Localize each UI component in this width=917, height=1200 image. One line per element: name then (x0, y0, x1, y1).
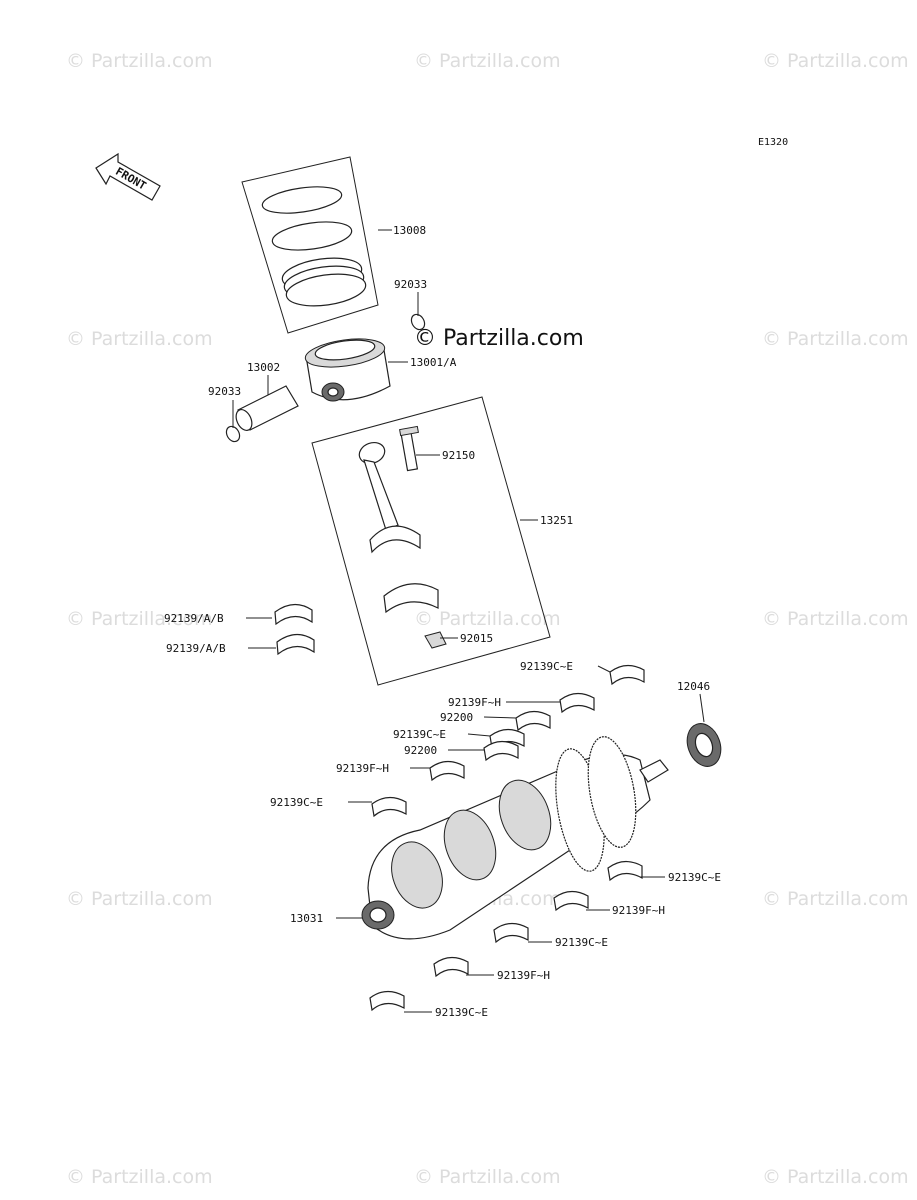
conrod-bearing-lower (276, 633, 315, 656)
watermark: © Partzilla.com (762, 328, 909, 350)
watermark: © Partzilla.com (762, 1166, 909, 1188)
callout-92139c-e[interactable]: 92139C~E (393, 728, 446, 741)
watermark: © Partzilla.com (762, 50, 909, 72)
callout-92139c-e[interactable]: 92139C~E (270, 796, 323, 809)
callout-92200[interactable]: 92200 (404, 744, 437, 757)
piston-rings (261, 186, 367, 307)
main-bearings (369, 664, 645, 1012)
callout-92139c-e[interactable]: 92139C~E (520, 660, 573, 673)
callout-92139c-e[interactable]: 92139C~E (668, 871, 721, 884)
watermark: © Partzilla.com (66, 888, 213, 910)
watermark: © Partzilla.com (66, 328, 213, 350)
diagram-code: E1320 (758, 137, 789, 148)
gear-12046 (686, 723, 722, 767)
watermark: © Partzilla.com (414, 608, 561, 630)
callout-92139f-h[interactable]: 92139F~H (336, 762, 389, 775)
callout-92033[interactable]: 92033 (394, 278, 427, 291)
callout-13008[interactable]: 13008 (393, 224, 426, 237)
circlip-left (225, 425, 241, 443)
callout-92150[interactable]: 92150 (442, 449, 475, 462)
callout-92139c-e[interactable]: 92139C~E (555, 936, 608, 949)
watermark: © Partzilla.com (414, 1166, 561, 1188)
watermark: © Partzilla.com (762, 608, 909, 630)
watermark: © Partzilla.com (66, 50, 213, 72)
watermark: © Partzilla.com (66, 608, 213, 630)
callout-92139-a-b[interactable]: 92139/A/B (166, 642, 226, 655)
callout-12046[interactable]: 12046 (677, 680, 710, 693)
piston-pin (235, 385, 299, 431)
callout-92139c-e[interactable]: 92139C~E (435, 1006, 488, 1019)
callout-13031[interactable]: 13031 (290, 912, 323, 925)
callout-92139f-h[interactable]: 92139F~H (497, 969, 550, 982)
callout-92139-a-b[interactable]: 92139/A/B (164, 612, 224, 625)
callout-13251[interactable]: 13251 (540, 514, 573, 527)
callouts: 13008 92033 13001/A 13002 92033 92150 13… (164, 224, 721, 1019)
watermark: © Partzilla.com (762, 888, 909, 910)
leader-lines (232, 229, 705, 1013)
conrod-box (311, 396, 551, 686)
callout-13002[interactable]: 13002 (247, 361, 280, 374)
front-arrow-icon: FRONT (95, 152, 161, 201)
crankshaft (361, 736, 669, 940)
callout-92139f-h[interactable]: 92139F~H (612, 904, 665, 917)
connecting-rod (358, 425, 447, 649)
ring-set-box (241, 156, 379, 334)
callout-92015[interactable]: 92015 (460, 632, 493, 645)
center-watermark: © Partzilla.com (414, 326, 584, 351)
conrod-bearing-upper (274, 603, 313, 626)
watermark: © Partzilla.com (66, 1166, 213, 1188)
watermark: © Partzilla.com (414, 50, 561, 72)
callout-92200[interactable]: 92200 (440, 711, 473, 724)
circlip-right (410, 313, 426, 331)
callout-92033[interactable]: 92033 (208, 385, 241, 398)
piston (304, 338, 391, 402)
callout-92139f-h[interactable]: 92139F~H (448, 696, 501, 709)
callout-13001[interactable]: 13001/A (410, 356, 457, 369)
